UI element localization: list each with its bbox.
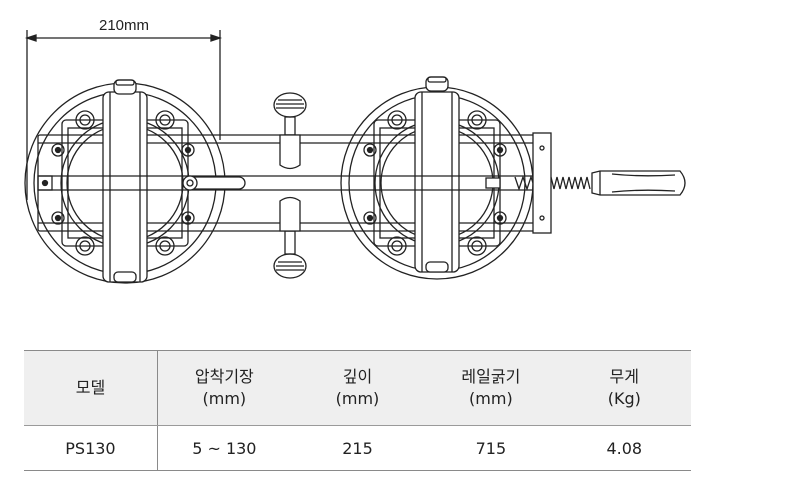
lever-handle [182,175,246,191]
dimension-label: 210mm [99,17,149,34]
cell-clamp-length: 5 ~ 130 [157,425,291,471]
header-model: 모델 [24,350,158,426]
cell-depth: 215 [290,425,425,471]
screw-handle [591,170,686,196]
cell-model: PS130 [24,425,158,471]
center-clip-bottom [273,196,307,279]
spec-header-row: 모델 압착기장 (mm) 깊이 (mm) 레일굵기 (mm) 무게 (Kg) [24,350,691,426]
center-clip-top [273,92,307,170]
table-row: PS130 5 ~ 130 215 715 4.08 [24,425,691,471]
header-weight: 무게 (Kg) [557,350,691,426]
rail-end-cap [37,175,53,191]
end-bracket [532,132,552,234]
header-rail-thickness: 레일굵기 (mm) [424,350,558,426]
product-technical-drawing: 210mm [24,17,686,284]
right-suction-cup [340,76,534,280]
cell-weight: 4.08 [557,425,691,471]
cell-rail-thickness: 715 [424,425,558,471]
header-depth: 깊이 (mm) [290,350,425,426]
dimension-arrow-right [210,34,223,42]
dimension-arrow-left [24,34,37,42]
screw-thread [550,176,591,190]
spec-table: 모델 압착기장 (mm) 깊이 (mm) 레일굵기 (mm) 무게 (Kg) P… [24,350,691,471]
header-clamp-length: 압착기장 (mm) [157,350,291,426]
